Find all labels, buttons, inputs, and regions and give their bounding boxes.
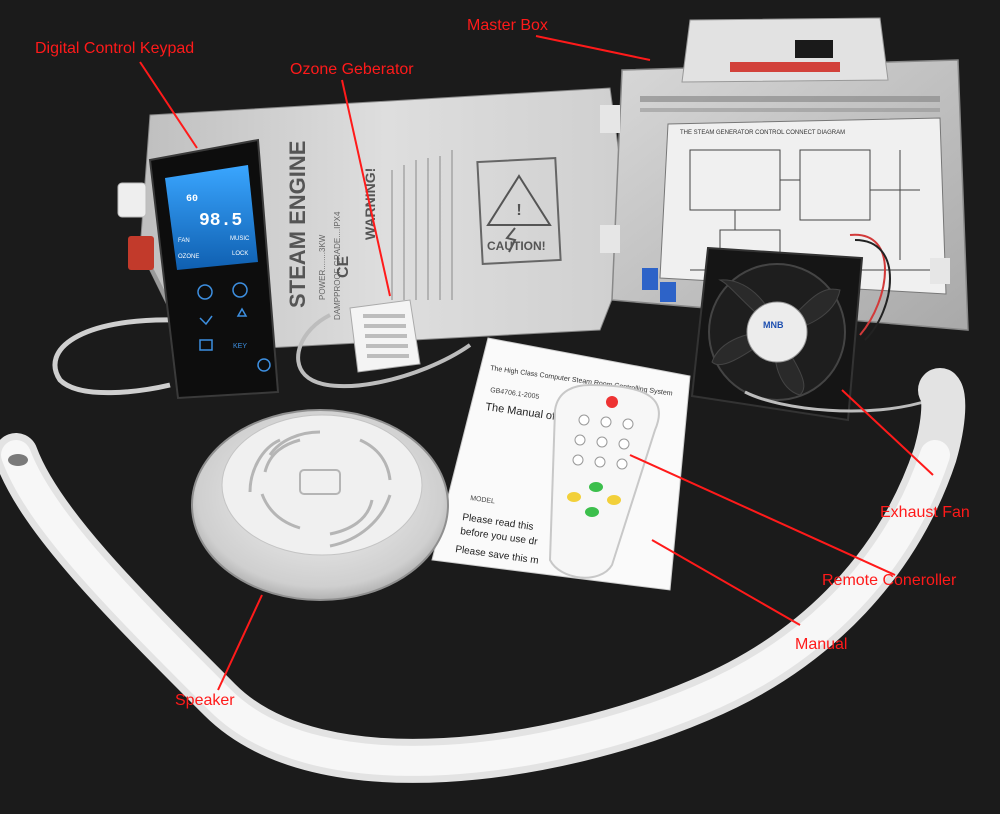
keypad-temp-left: 60 bbox=[186, 194, 198, 205]
fan-brand: MNB bbox=[763, 320, 784, 330]
keypad-temp-main: 98.5 bbox=[199, 211, 242, 231]
remote-left-button-icon bbox=[567, 492, 581, 502]
label-speaker: Speaker bbox=[175, 692, 235, 709]
keypad-label-fan: FAN bbox=[178, 238, 190, 244]
pipe-end bbox=[8, 454, 28, 466]
power-icon bbox=[257, 358, 271, 372]
generator-warning-lines bbox=[391, 150, 453, 300]
arrow-up-icon bbox=[236, 307, 248, 317]
remote-power-button-icon bbox=[606, 396, 618, 408]
master-box-panel-title: THE STEAM GENERATOR CONTROL CONNECT DIAG… bbox=[680, 130, 845, 136]
lightning-icon bbox=[505, 227, 517, 253]
mist-icon bbox=[232, 282, 248, 298]
callout-lines bbox=[139, 35, 934, 691]
callout-line-remote bbox=[629, 454, 896, 576]
keypad-label-key: KEY bbox=[233, 343, 247, 350]
heat-icon bbox=[197, 284, 213, 300]
keypad-label-ozone: OZONE bbox=[178, 254, 199, 260]
label-digital-control-keypad: Digital Control Keypad bbox=[35, 40, 195, 57]
label-manual: Manual bbox=[795, 636, 848, 653]
digital-control-keypad: 60 98.5 FAN OZONE LOCK MUSIC KEY bbox=[148, 138, 280, 400]
callout-line-keypad bbox=[139, 61, 198, 149]
generator-title: STEAM ENGINE bbox=[285, 141, 310, 308]
speaker bbox=[191, 409, 449, 601]
label-exhaust-fan: Exhaust Fan bbox=[880, 504, 970, 521]
keypad-label-lock: LOCK bbox=[232, 251, 248, 257]
caution-box bbox=[476, 156, 562, 266]
callout-line-manual bbox=[651, 539, 801, 626]
manual-model: MODEL bbox=[470, 495, 496, 505]
label-master-box: Master Box bbox=[467, 17, 548, 34]
remote-controller bbox=[548, 383, 660, 579]
label-remote-controller: Remote Coneroller bbox=[822, 572, 957, 589]
keypad-cable bbox=[52, 317, 176, 396]
remote-down-button-icon bbox=[585, 507, 599, 517]
svg-text:!: ! bbox=[516, 202, 521, 219]
ozone-generator bbox=[296, 299, 472, 389]
arrow-down-icon bbox=[199, 315, 213, 326]
callout-line-exhaust-fan bbox=[841, 389, 934, 476]
master-box: THE STEAM GENERATOR CONTROL CONNECT DIAG… bbox=[600, 17, 969, 331]
ce-mark: CE bbox=[335, 255, 352, 278]
generator-grade: DAMPPROOF GRADE....IPX4 bbox=[333, 211, 342, 320]
keypad-label-music: MUSIC bbox=[230, 236, 250, 242]
callout-line-master-box bbox=[535, 35, 651, 61]
caution-label: CAUTION! bbox=[487, 239, 546, 253]
caution-triangle-icon bbox=[486, 174, 552, 226]
keypad-screen bbox=[165, 165, 258, 270]
remote-right-button-icon bbox=[607, 495, 621, 505]
callout-line-speaker bbox=[217, 594, 263, 691]
light-icon bbox=[199, 339, 213, 351]
generator-power: POWER........3KW bbox=[318, 234, 327, 300]
callout-line-ozone bbox=[341, 79, 391, 297]
remote-up-button-icon bbox=[589, 482, 603, 492]
label-ozone-generator: Ozone Geberator bbox=[290, 61, 414, 78]
exhaust-fan: MNB bbox=[690, 233, 931, 422]
